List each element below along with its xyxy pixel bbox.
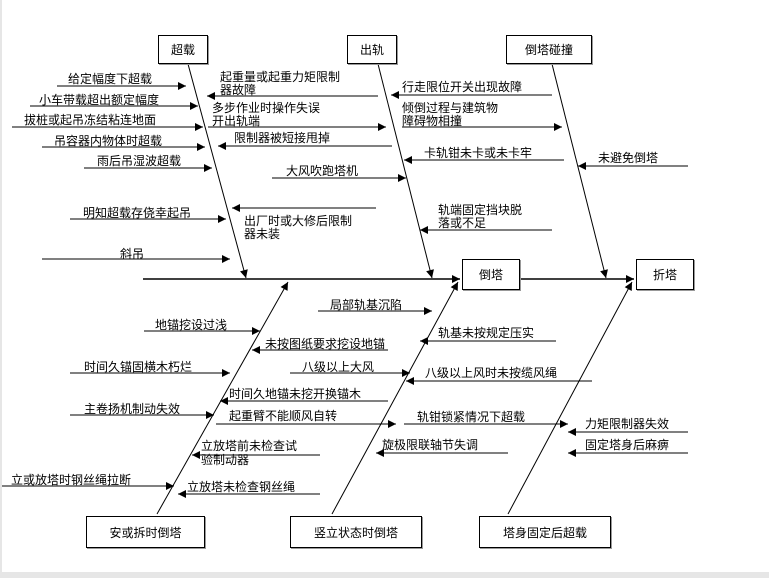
cause-label: 时间久锚固横木朽烂 bbox=[84, 360, 193, 374]
cause-label: 斜吊 bbox=[120, 247, 145, 261]
cause-label: 出厂时或大修后限制 bbox=[244, 214, 353, 228]
cause-label: 小车带载超出额定幅度 bbox=[39, 93, 160, 107]
effect-box-collapse: 倒塔 bbox=[462, 259, 520, 290]
cause-label: 未按图纸要求挖设地锚 bbox=[265, 337, 386, 351]
category-label: 塔身固定后超载 bbox=[502, 525, 587, 540]
cause-label: 未避免倒塔 bbox=[598, 151, 659, 165]
category-label: 倒塔碰撞 bbox=[524, 43, 573, 57]
category-box-collision: 倒塔碰撞 bbox=[506, 35, 592, 64]
cause-label: 轨基未按规定压实 bbox=[438, 326, 535, 340]
cause-label: 雨后吊湿波超载 bbox=[97, 154, 182, 168]
cause-label: 地锚挖设过浅 bbox=[155, 318, 228, 332]
cause-label: 开出轨端 bbox=[212, 114, 261, 128]
cause-label: 立或放塔时钢丝绳拉断 bbox=[11, 473, 132, 487]
rib-derail bbox=[377, 63, 434, 279]
cause-label: 落或不足 bbox=[438, 216, 487, 230]
category-box-install-dismantle: 安或拆时倒塔 bbox=[86, 516, 205, 548]
category-label: 超载 bbox=[170, 43, 195, 57]
cause-label: 八级以上风时未按缆风绳 bbox=[425, 366, 558, 380]
cause-label: 局部轨基沉陷 bbox=[330, 298, 403, 312]
effect-label: 倒塔 bbox=[478, 268, 503, 282]
category-box-overload: 超载 bbox=[158, 35, 208, 64]
cause-label: 轨钳锁紧情况下超载 bbox=[417, 410, 526, 424]
category-label: 竖立状态时倒塔 bbox=[313, 525, 398, 540]
cause-label: 行走限位开关出现故障 bbox=[402, 80, 523, 94]
cause-label: 倾倒过程与建筑物 bbox=[402, 101, 499, 115]
cause-label: 吊容器内物体时超载 bbox=[54, 134, 163, 148]
cause-label: 拔桩或起吊冻结粘连地面 bbox=[24, 113, 157, 127]
cause-label: 立放塔未检查钢丝绳 bbox=[187, 480, 296, 494]
rib-overload bbox=[187, 63, 248, 279]
rib-fixed-overload bbox=[507, 281, 633, 515]
cause-label: 力矩限制器失效 bbox=[585, 417, 670, 431]
cause-label: 限制器被短接甩掉 bbox=[234, 131, 331, 145]
category-label: 安或拆时倒塔 bbox=[109, 525, 182, 540]
cause-label: 障碍物相撞 bbox=[402, 114, 463, 128]
cause-label: 起重臂不能顺风自转 bbox=[229, 409, 338, 423]
cause-label: 旋极限联轴节失调 bbox=[382, 438, 479, 452]
cause-label: 明知超载存侥幸起吊 bbox=[83, 206, 192, 220]
cause-label: 立放塔前未检查试 bbox=[201, 439, 298, 453]
cause-label: 给定幅度下超载 bbox=[68, 72, 153, 86]
cause-label: 时间久地锚未挖开换锚木 bbox=[229, 387, 362, 401]
cause-label: 大风吹跑塔机 bbox=[286, 164, 359, 178]
cause-label: 验制动器 bbox=[201, 453, 250, 467]
effect-label: 折塔 bbox=[652, 268, 677, 282]
cause-label: 八级以上大风 bbox=[302, 360, 375, 374]
rib-collision bbox=[551, 63, 608, 279]
category-box-fixed-overload: 塔身固定后超载 bbox=[479, 516, 611, 548]
category-box-upright: 竖立状态时倒塔 bbox=[290, 516, 422, 548]
cause-label: 轨端固定挡块脱 bbox=[438, 203, 523, 217]
category-label: 出轨 bbox=[359, 43, 384, 57]
category-box-derail: 出轨 bbox=[347, 35, 397, 64]
cause-label: 器故障 bbox=[220, 83, 257, 97]
cause-label: 固定塔身后麻痹 bbox=[585, 438, 670, 452]
rib-upright bbox=[331, 281, 459, 515]
cause-label: 起重量或起重力矩限制 bbox=[220, 70, 341, 84]
cause-label: 主卷扬机制动失效 bbox=[84, 402, 181, 416]
cause-label: 器未装 bbox=[244, 227, 281, 241]
cause-label: 卡轨钳未卡或未卡牢 bbox=[424, 146, 533, 160]
effect-box-break: 折塔 bbox=[636, 259, 694, 290]
cause-label: 多步作业时操作失误 bbox=[212, 101, 321, 115]
